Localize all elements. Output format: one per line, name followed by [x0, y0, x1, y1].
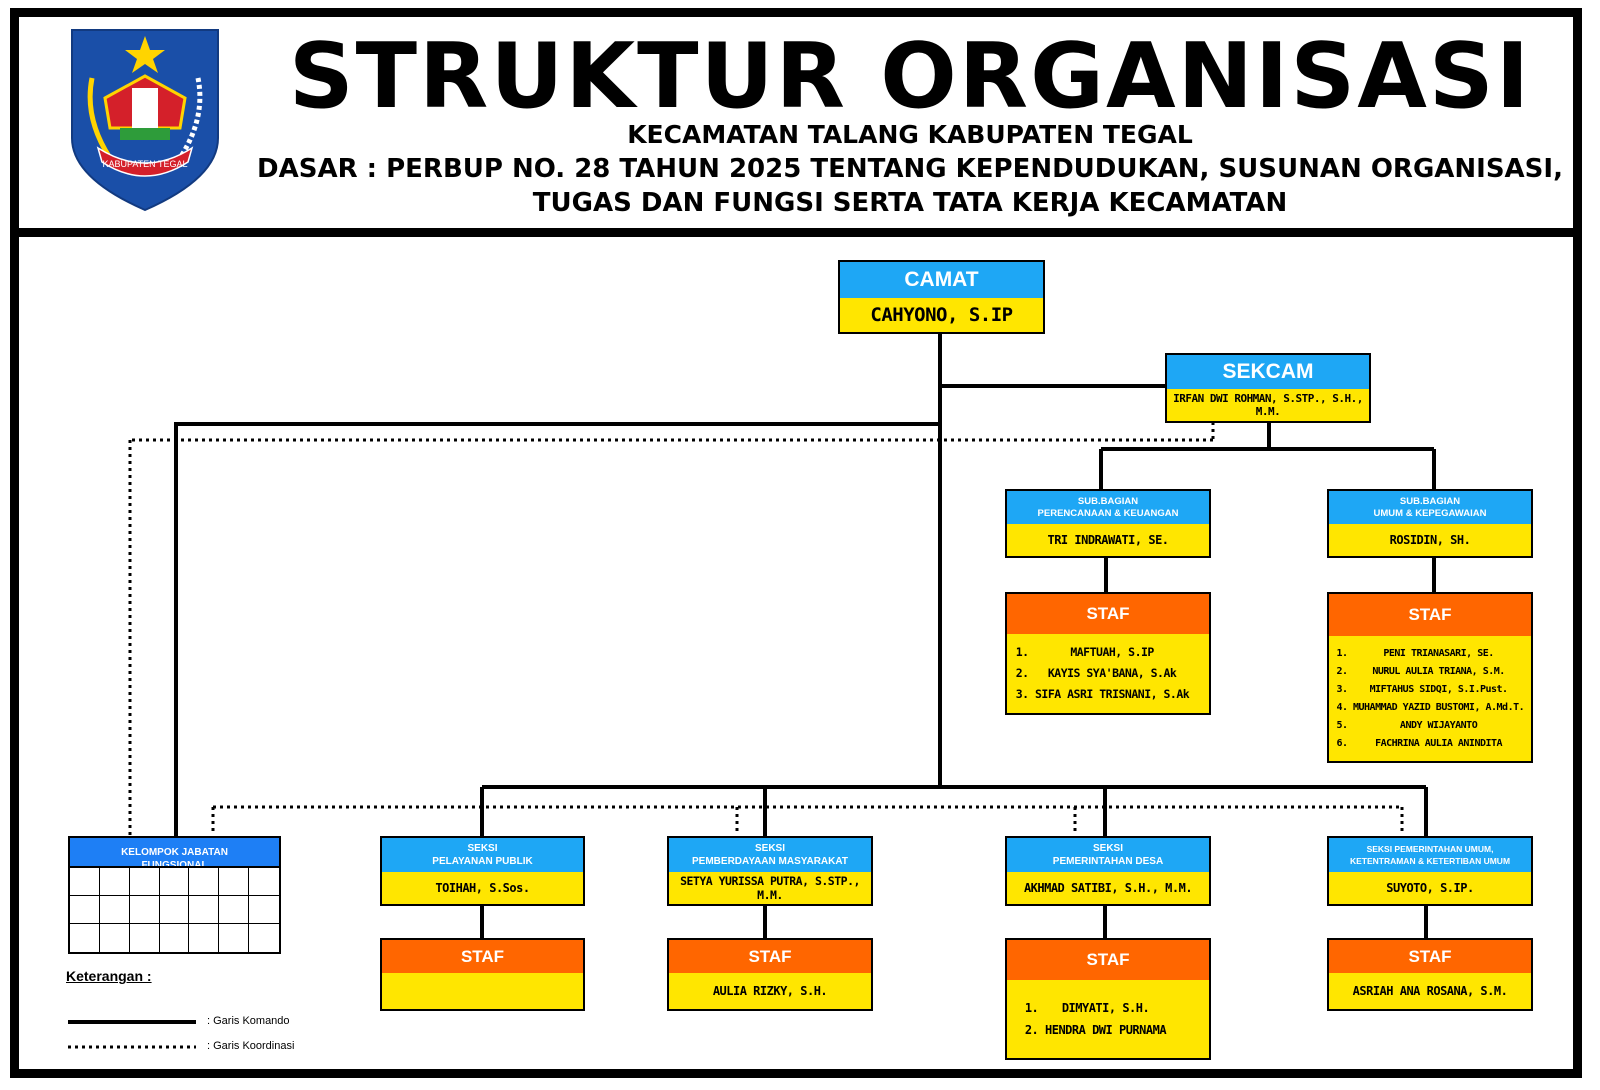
page-subtitle: KECAMATAN TALANG KABUPATEN TEGAL — [627, 120, 1193, 149]
staff-item: FACHRINA AULIA ANINDITA — [1353, 735, 1524, 753]
sekcam-name: IRFAN DWI ROHMAN, S.STP., S.H., M.M. — [1167, 389, 1369, 421]
staff-item: KAYIS SYA'BANA, S.Ak — [1035, 663, 1189, 684]
seksi-head-name: SETYA YURISSA PUTRA, S.STP., M.M. — [669, 872, 871, 904]
subbag-title-line2: UMUM & KEPEGAWAIAN — [1373, 507, 1487, 519]
staff-item: MIFTAHUS SIDQI, S.I.Pust. — [1353, 681, 1524, 699]
staff-title: STAF — [669, 940, 871, 973]
legend-coordination-label: : Garis Koordinasi — [207, 1040, 295, 1052]
seksi-head-name: TOIHAH, S.Sos. — [382, 872, 583, 904]
subbag-title-line2: PERENCANAAN & KEUANGAN — [1037, 507, 1179, 519]
staff-item: AULIA RIZKY, S.H. — [669, 973, 871, 1009]
regency-logo: KABUPATEN TEGAL — [71, 29, 219, 212]
seksi-title-line2: PEMBERDAYAAN MASYARAKAT — [692, 856, 848, 867]
staff-trantib-box: STAF ASRIAH ANA ROSANA, S.M. — [1327, 938, 1533, 1011]
logo-ribbon-text: KABUPATEN TEGAL — [102, 159, 187, 169]
seksi-pemerintahan-desa-box: SEKSI PEMERINTAHAN DESA AKHMAD SATIBI, S… — [1005, 836, 1211, 906]
header-divider — [10, 228, 1582, 237]
seksi-title-line1: SEKSI — [467, 843, 498, 854]
staff-list: DIMYATI, S.H. HENDRA DWI PURNAMA — [1007, 997, 1167, 1041]
command-lines — [174, 334, 1436, 938]
staff-item: PENI TRIANASARI, SE. — [1353, 645, 1524, 663]
staff-item: SIFA ASRI TRISNANI, S.Ak — [1035, 684, 1190, 705]
subbag-head-name: ROSIDIN, SH. — [1329, 524, 1531, 556]
staff-pemerintahan-desa-box: STAF DIMYATI, S.H. HENDRA DWI PURNAMA — [1005, 938, 1211, 1060]
staff-title: STAF — [1329, 940, 1531, 973]
subbag-perencanaan-box: SUB.BAGIAN PERENCANAAN & KEUANGAN TRI IN… — [1005, 489, 1211, 558]
seksi-pelayanan-box: SEKSI PELAYANAN PUBLIK TOIHAH, S.Sos. — [380, 836, 585, 906]
staff-title: STAF — [1007, 940, 1209, 980]
seksi-pemberdayaan-box: SEKSI PEMBERDAYAAN MASYARAKAT SETYA YURI… — [667, 836, 873, 906]
basis-line-1: DASAR : PERBUP NO. 28 TAHUN 2025 TENTANG… — [257, 154, 1563, 184]
kelompok-grid — [68, 866, 281, 954]
coordination-lines — [128, 422, 1404, 835]
staff-title: STAF — [1007, 594, 1209, 634]
kelompok-title-line1: KELOMPOK JABATAN — [121, 847, 228, 858]
staff-list: MAFTUAH, S.IP KAYIS SYA'BANA, S.Ak SIFA … — [1007, 642, 1190, 705]
kelompok-title-line2: FUNGSIONAL — [141, 859, 207, 872]
seksi-head-name: AKHMAD SATIBI, S.H., M.M. — [1007, 872, 1209, 904]
camat-title: CAMAT — [840, 262, 1043, 298]
staff-list: PENI TRIANASARI, SE. NURUL AULIA TRIANA,… — [1329, 645, 1525, 753]
legend-command-label: : Garis Komando — [207, 1015, 290, 1027]
seksi-head-name: SUYOTO, S.IP. — [1329, 872, 1531, 904]
seksi-title-line2: PEMERINTAHAN DESA — [1052, 856, 1164, 867]
staff-item: MUHAMMAD YAZID BUSTOMI, A.Md.T. — [1353, 699, 1525, 717]
subbag-title-line1: SUB.BAGIAN — [1077, 495, 1139, 507]
seksi-trantib-box: SEKSI PEMERINTAHAN UMUM, KETENTRAMAN & K… — [1327, 836, 1533, 906]
sekcam-title: SEKCAM — [1167, 355, 1369, 389]
staff-item: ASRIAH ANA ROSANA, S.M. — [1329, 973, 1531, 1009]
staff-item: ANDY WIJAYANTO — [1353, 717, 1524, 735]
staff-item: HENDRA DWI PURNAMA — [1045, 1019, 1167, 1041]
sekcam-box: SEKCAM IRFAN DWI ROHMAN, S.STP., S.H., M… — [1165, 353, 1371, 423]
camat-name: CAHYONO, S.IP — [840, 298, 1043, 332]
page-title: STRUKTUR ORGANISASI — [288, 24, 1532, 129]
seksi-title-line1: SEKSI — [1092, 843, 1123, 854]
subbag-head-name: TRI INDRAWATI, SE. — [1007, 524, 1209, 556]
staff-item: MAFTUAH, S.IP — [1035, 642, 1189, 663]
staff-title: STAF — [382, 940, 583, 973]
legend-title: Keterangan : — [66, 968, 152, 984]
subbag-umum-box: SUB.BAGIAN UMUM & KEPEGAWAIAN ROSIDIN, S… — [1327, 489, 1533, 558]
staff-empty — [382, 973, 583, 1009]
subbag-title-line1: SUB.BAGIAN — [1399, 495, 1461, 507]
staff-pelayanan-box: STAF — [380, 938, 585, 1011]
camat-box: CAMAT CAHYONO, S.IP — [838, 260, 1045, 334]
staff-title: STAF — [1329, 594, 1531, 636]
seksi-title-line1: SEKSI PEMERINTAHAN UMUM, — [1366, 844, 1494, 854]
basis-line-2: TUGAS DAN FUNGSI SERTA TATA KERJA KECAMA… — [532, 188, 1288, 218]
outer-frame — [10, 8, 1582, 1078]
staff-perencanaan-box: STAF MAFTUAH, S.IP KAYIS SYA'BANA, S.Ak … — [1005, 592, 1211, 715]
staff-item: DIMYATI, S.H. — [1045, 997, 1166, 1019]
staff-pemberdayaan-box: STAF AULIA RIZKY, S.H. — [667, 938, 873, 1011]
staff-item: NURUL AULIA TRIANA, S.M. — [1353, 663, 1524, 681]
seksi-title-line2: PELAYANAN PUBLIK — [432, 856, 533, 867]
staff-umum-box: STAF PENI TRIANASARI, SE. NURUL AULIA TR… — [1327, 592, 1533, 763]
seksi-title-line1: SEKSI — [754, 843, 785, 854]
seksi-title-line2: KETENTRAMAN & KETERTIBAN UMUM — [1349, 856, 1511, 866]
